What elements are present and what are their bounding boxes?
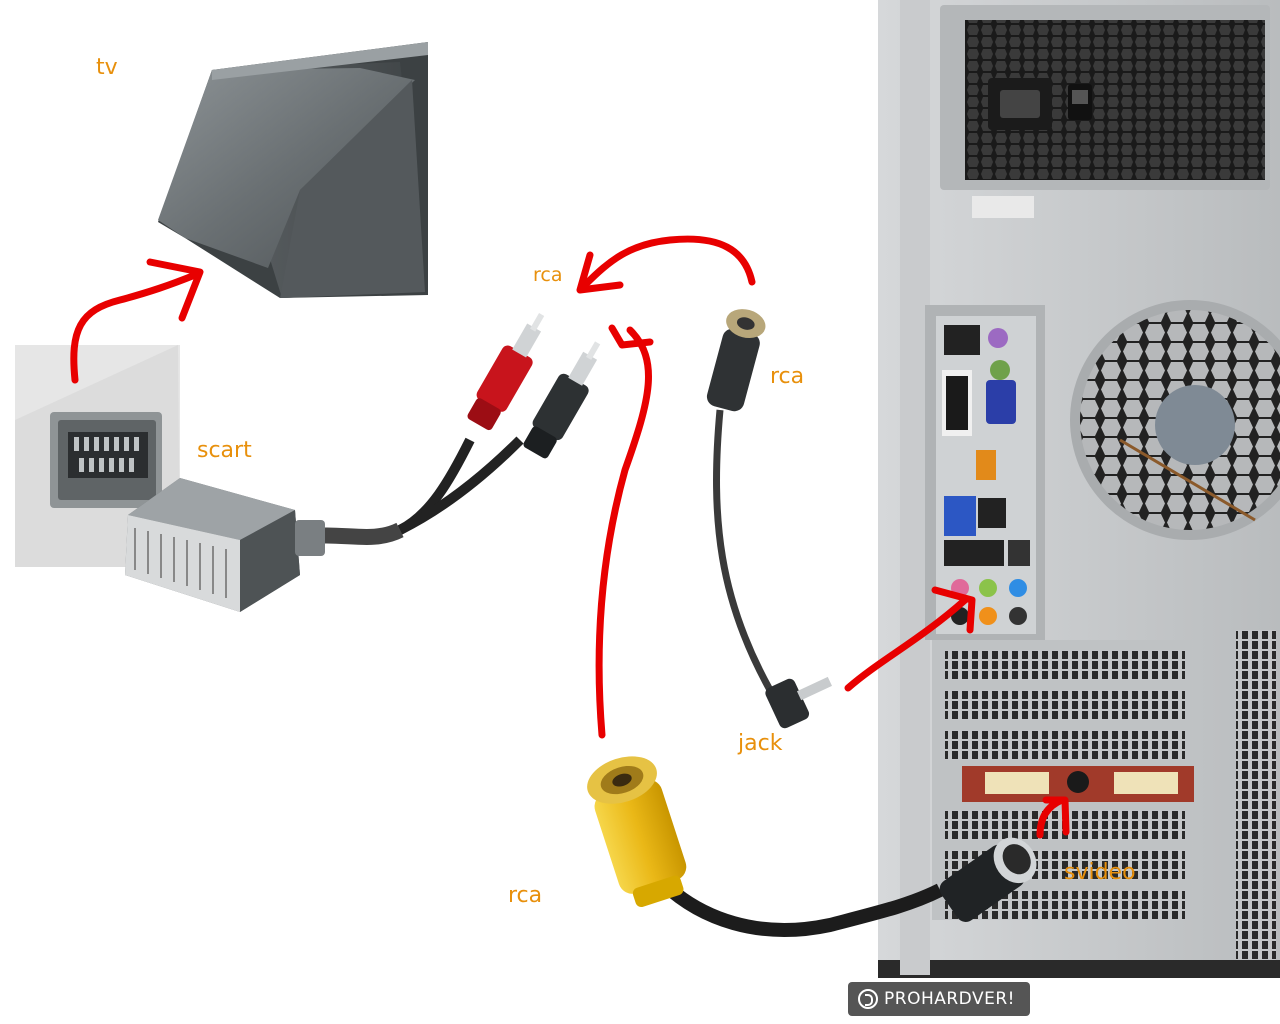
arrow-rca-to-rca <box>581 235 756 289</box>
arrow-jack-to-pc <box>844 596 969 692</box>
pc-case <box>878 0 1280 978</box>
label-svideo: svideo <box>1064 860 1136 885</box>
watermark-text: PROHARDVER! <box>884 989 1015 1009</box>
label-jack: jack <box>738 731 783 756</box>
arrow-yellow-to-rca <box>595 326 652 739</box>
label-rca-right: rca <box>770 364 805 389</box>
arrow-scart-to-tv <box>70 271 199 384</box>
red-arrows <box>70 235 1070 839</box>
scart-plug <box>125 436 524 612</box>
arrow-svideo-to-pc-head <box>1042 796 1070 836</box>
prohardver-watermark: PROHARDVER! <box>848 982 1030 1016</box>
arrow-jack-to-pc-head <box>931 586 976 634</box>
rca-plug-pair <box>467 313 601 459</box>
arrow-rca-to-rca-head <box>576 251 624 294</box>
label-rca-bottom: rca <box>508 883 543 908</box>
arrow-scart-to-tv-head <box>146 258 204 322</box>
prohardver-logo-icon <box>858 989 878 1009</box>
arrow-yellow-to-rca-head <box>608 324 654 349</box>
label-scart: scart <box>197 438 252 463</box>
svideo-rca-cable <box>587 756 1037 937</box>
label-rca-top: rca <box>533 264 563 286</box>
tv-device <box>158 42 428 298</box>
rca-jack-cable <box>706 309 832 729</box>
label-tv: tv <box>96 55 118 80</box>
